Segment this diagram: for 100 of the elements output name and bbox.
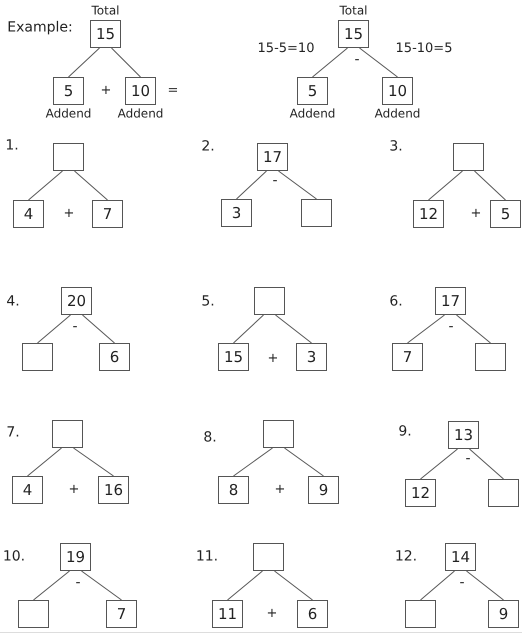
number-box: 17 [435, 287, 466, 315]
connector-line [456, 314, 491, 344]
connector-line [474, 170, 506, 200]
number-box: 13 [448, 421, 479, 449]
connector-line [466, 570, 504, 600]
answer-box [254, 287, 285, 315]
connector-line [420, 570, 455, 600]
number-box: 19 [60, 543, 91, 571]
node-caption: Addend [374, 107, 420, 121]
number-box: 16 [98, 476, 129, 504]
connector-line [233, 448, 273, 476]
connector-line [33, 570, 70, 600]
minus-sign: - [354, 52, 360, 68]
minus-sign: - [72, 319, 78, 335]
number-box: 5 [53, 77, 84, 105]
number-box: 10 [382, 77, 413, 105]
answer-box [301, 199, 332, 227]
number-box: 11 [212, 600, 243, 628]
connector-line [227, 570, 263, 600]
number-box: 6 [297, 600, 328, 628]
number-box: 4 [13, 200, 44, 228]
equals-sign: = [168, 84, 178, 98]
node-caption: Total [339, 4, 368, 18]
answer-box [453, 143, 484, 171]
minus-sign: - [459, 575, 465, 591]
connector-line [27, 448, 62, 476]
connector-line [68, 48, 100, 78]
answer-box [488, 479, 519, 507]
connector-line [359, 48, 398, 78]
minus-sign: - [75, 575, 81, 591]
plus-sign: + [268, 352, 278, 366]
connector-line [74, 170, 108, 200]
connector-line [469, 448, 504, 480]
connector-line [275, 314, 312, 344]
plus-sign: + [64, 206, 74, 222]
connector-line [37, 314, 71, 344]
equation-text: 15-5=10 [258, 42, 314, 56]
connector-line [81, 570, 122, 600]
problem-number: 1. [5, 138, 19, 154]
example-label: Example: [7, 20, 73, 36]
number-box: 9 [308, 476, 339, 504]
problem-number: 11. [196, 549, 218, 565]
number-box: 6 [99, 343, 130, 371]
problem-number: 5. [201, 294, 215, 310]
problem-number: 3. [389, 139, 403, 155]
number-box: 4 [12, 476, 43, 504]
answer-box [22, 343, 53, 371]
problem-number: 8. [203, 430, 217, 446]
connector-line [28, 170, 63, 200]
number-box: 12 [413, 200, 444, 228]
connector-line [233, 314, 264, 344]
connector-line [82, 314, 115, 344]
number-box: 15 [218, 343, 249, 371]
number-box: 7 [106, 600, 137, 628]
answer-box [253, 543, 284, 571]
number-box: 12 [405, 479, 436, 507]
problem-number: 9. [398, 424, 412, 440]
plus-sign: + [274, 482, 286, 498]
answer-box [405, 600, 436, 628]
connector-line [428, 170, 463, 200]
problem-number: 6. [389, 294, 403, 310]
number-box: 8 [218, 476, 249, 504]
minus-sign: - [465, 451, 471, 467]
number-box: 9 [488, 600, 519, 628]
connector-line [284, 448, 324, 476]
number-box: 20 [61, 287, 92, 315]
answer-box [18, 600, 49, 628]
problem-number: 10. [2, 549, 26, 565]
connector-line [407, 314, 445, 344]
problem-number: 12. [394, 549, 418, 565]
connector-line [312, 48, 348, 78]
answer-box [52, 420, 83, 448]
problem-number: 7. [6, 425, 20, 441]
answer-box [475, 343, 506, 371]
number-box: 15 [90, 20, 121, 48]
connector-line [278, 170, 317, 200]
connector-line [73, 448, 114, 476]
number-box: 10 [125, 77, 156, 105]
minus-sign: - [448, 319, 454, 335]
node-caption: Addend [46, 107, 92, 121]
number-box: 3 [221, 199, 252, 227]
number-box: 17 [257, 143, 288, 171]
connector-line [236, 170, 267, 200]
plus-sign: + [100, 84, 112, 98]
number-box: 5 [490, 200, 521, 228]
problem-number: 4. [6, 294, 20, 310]
node-caption: Total [91, 4, 120, 18]
plus-sign: + [68, 482, 80, 498]
number-box: 5 [297, 77, 328, 105]
minus-sign: - [272, 173, 278, 189]
answer-box [263, 420, 294, 448]
number-box: 15 [338, 20, 369, 48]
node-caption: Addend [118, 107, 164, 121]
number-box: 14 [445, 543, 476, 571]
answer-box [53, 143, 84, 171]
plus-sign: + [266, 606, 278, 622]
plus-sign: + [470, 206, 482, 222]
node-caption: Addend [290, 107, 336, 121]
connector-line [420, 448, 458, 480]
problem-number: 2. [201, 139, 215, 155]
